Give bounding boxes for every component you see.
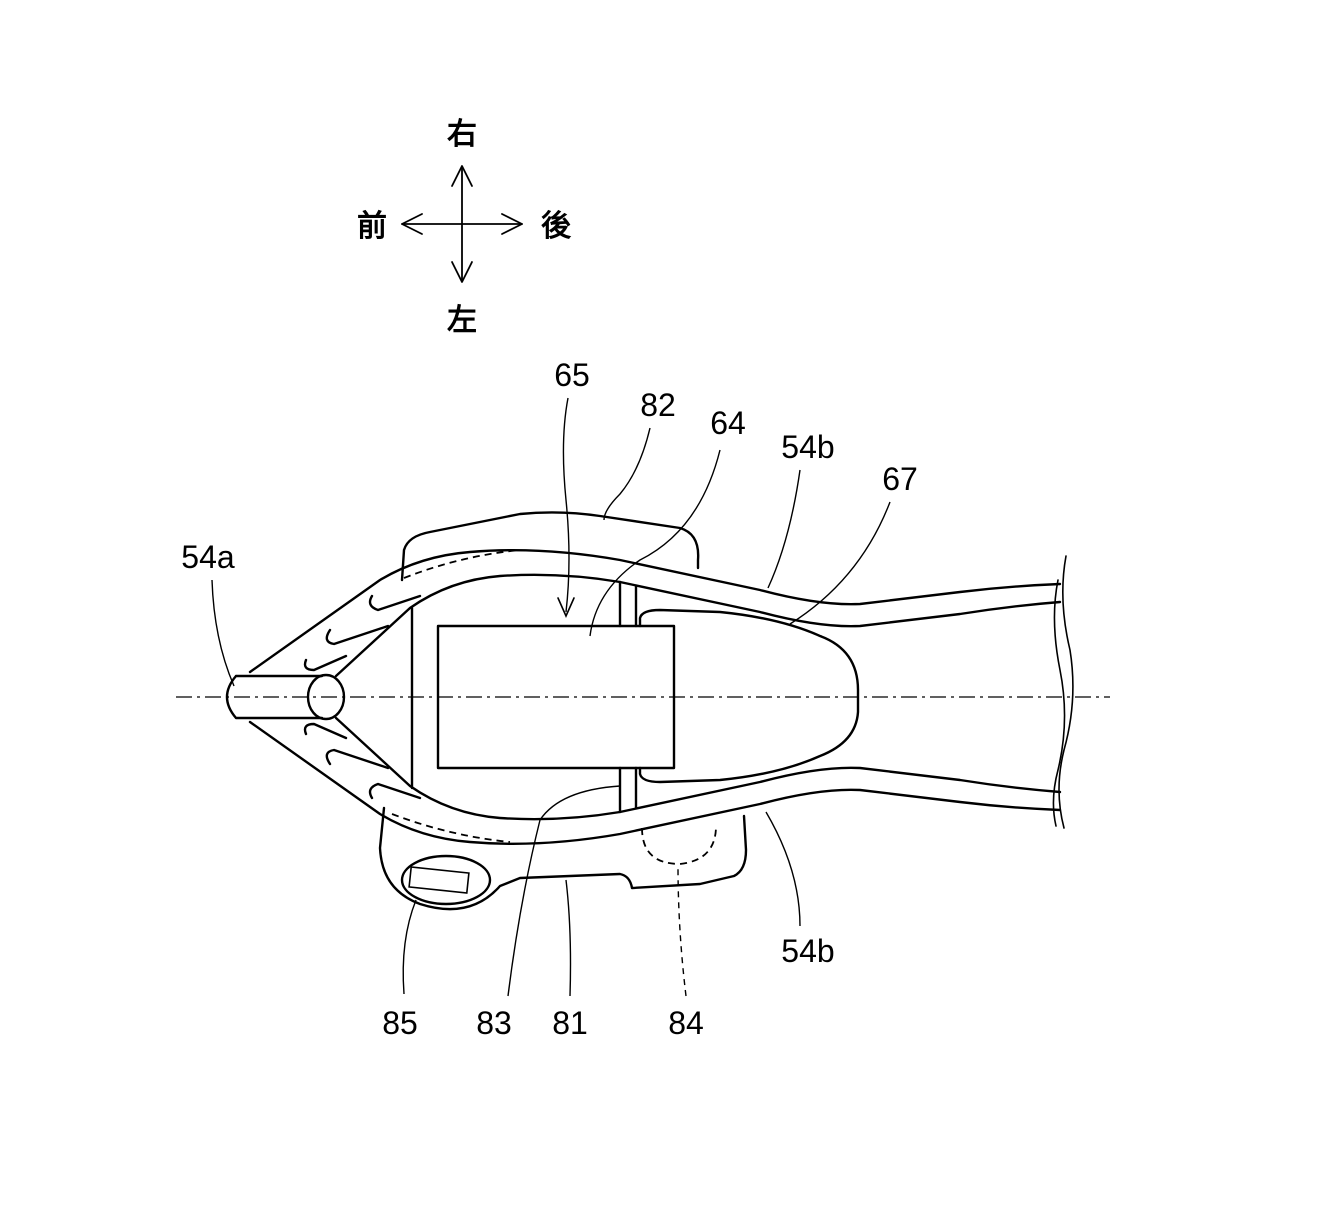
frame-tube-54b-upper-outer bbox=[248, 549, 1062, 674]
leader-81 bbox=[565, 879, 572, 997]
gusset-upper-3 bbox=[303, 654, 348, 672]
battery-64 bbox=[436, 624, 676, 770]
label-67: 67 bbox=[882, 461, 918, 497]
bracket-81 bbox=[378, 806, 748, 911]
tray-67 bbox=[638, 608, 860, 784]
arrow-down-icon bbox=[451, 261, 473, 283]
label-64: 64 bbox=[710, 405, 746, 441]
leader-84 bbox=[677, 865, 687, 997]
leader-67 bbox=[789, 501, 891, 625]
break-line-right-2 bbox=[1052, 579, 1066, 827]
leader-64 bbox=[589, 449, 721, 637]
leader-65 bbox=[562, 397, 570, 613]
frame-tube-54b-lower-outer bbox=[248, 720, 1062, 845]
direction-front-label: 前 bbox=[357, 209, 387, 244]
label-84: 84 bbox=[668, 1005, 704, 1041]
arrow-right-icon bbox=[501, 213, 523, 235]
bracket-81-hidden-edge bbox=[391, 813, 511, 843]
part-85 bbox=[400, 854, 492, 906]
leader-54b-bottom bbox=[765, 811, 801, 927]
direction-indicator: 右 左 前 後 bbox=[357, 117, 572, 338]
direction-left-label: 左 bbox=[447, 303, 477, 338]
gusset-upper-2 bbox=[325, 624, 390, 646]
frame-tube-54b-lower-inner bbox=[334, 716, 1062, 821]
arrow-left-icon bbox=[401, 213, 423, 235]
direction-right-label: 右 bbox=[447, 117, 477, 152]
front-tube-54a-end bbox=[306, 673, 346, 721]
gusset-upper-1 bbox=[368, 594, 422, 612]
leader-54b-top bbox=[767, 469, 801, 589]
label-65: 65 bbox=[554, 357, 590, 393]
label-83: 83 bbox=[476, 1005, 512, 1041]
gusset-lower-2 bbox=[325, 748, 390, 770]
label-54b-top: 54b bbox=[781, 429, 834, 465]
label-54b-bottom: 54b bbox=[781, 933, 834, 969]
leader-83 bbox=[507, 785, 621, 997]
bracket-82-hidden-edge bbox=[403, 549, 521, 579]
frame-tube-54b-upper-inner bbox=[334, 573, 1062, 678]
leader-65-arrow-icon bbox=[557, 597, 575, 618]
break-line-right bbox=[1058, 555, 1074, 829]
label-54a: 54a bbox=[181, 539, 235, 575]
gusset-plates bbox=[303, 594, 422, 800]
leader-82 bbox=[603, 427, 651, 521]
front-tube-54a bbox=[225, 674, 324, 720]
bracket-82 bbox=[400, 511, 700, 582]
gusset-lower-1 bbox=[368, 782, 422, 800]
gusset-lower-3 bbox=[303, 722, 348, 740]
leader-54a bbox=[211, 579, 235, 687]
part-85-slot bbox=[408, 866, 470, 894]
label-81: 81 bbox=[552, 1005, 588, 1041]
part-84-hidden bbox=[641, 825, 717, 865]
direction-rear-label: 後 bbox=[541, 209, 572, 244]
leader-85 bbox=[402, 899, 417, 995]
arrow-up-icon bbox=[451, 165, 473, 187]
label-85: 85 bbox=[382, 1005, 418, 1041]
label-82: 82 bbox=[640, 387, 676, 423]
